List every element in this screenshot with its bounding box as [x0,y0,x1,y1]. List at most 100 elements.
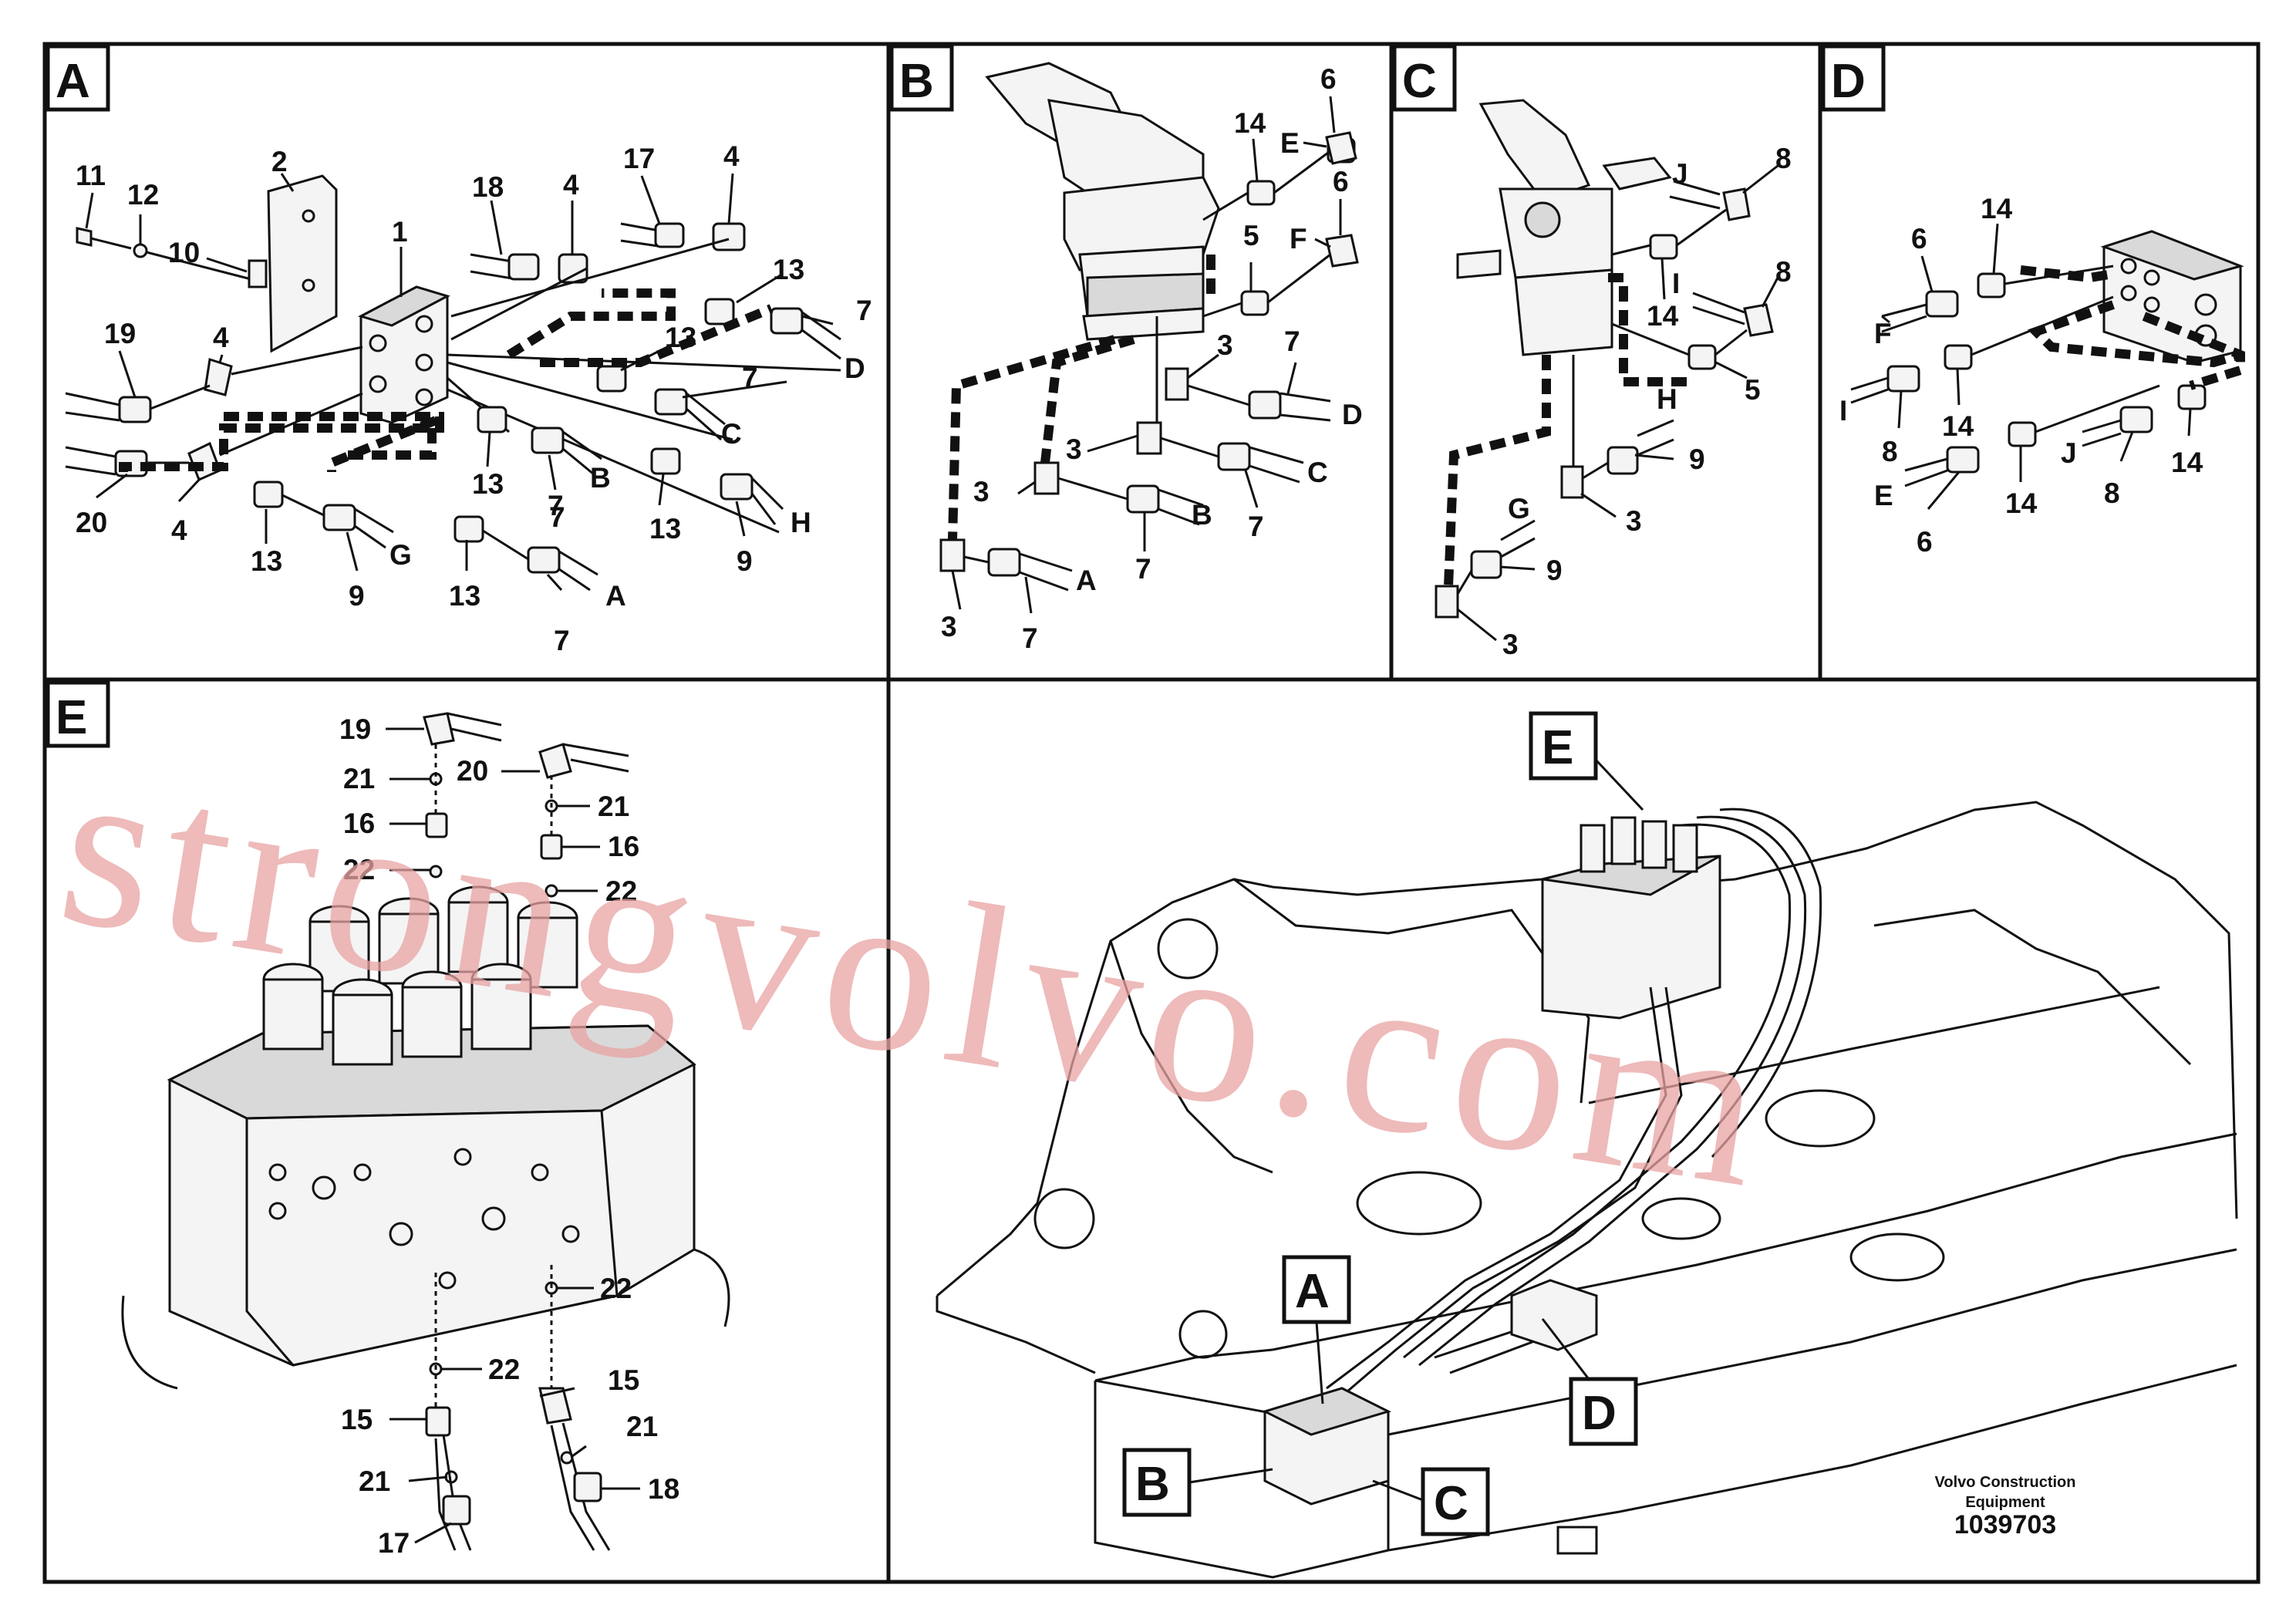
label-7-d: 7 [1022,622,1038,654]
panel-c-tag [1392,44,1457,112]
port-e: E [1280,127,1300,159]
panel-a-dashed [119,288,774,472]
label-15-a: 15 [341,1404,373,1435]
label-4-a: 4 [563,169,579,201]
label-18: 18 [648,1473,679,1505]
label-9-a: 9 [349,580,365,612]
label-6-b: 6 [1333,166,1349,197]
overview-valve [1541,816,1721,1020]
label-7-c: 7 [1135,553,1151,585]
callout-e-leader [1594,758,1644,811]
panel-b-leaders [951,96,1342,614]
port-i: I [1839,395,1847,427]
label-10: 10 [168,237,200,268]
port-d: D [1342,399,1363,430]
label-14-a: 14 [1981,193,2013,224]
label-6-b: 6 [1917,526,1933,558]
label-1: 1 [392,216,408,248]
label-7-b: 7 [742,362,758,393]
panel-a-letter: A [56,55,90,108]
label-8-b: 8 [2104,477,2120,509]
label-3-a: 3 [1217,329,1233,361]
label-18: 18 [472,171,504,203]
label-14-c: 14 [2005,487,2038,519]
panel-e: E [42,677,891,1584]
label-7-a: 7 [856,295,872,326]
port-j: J [2061,437,2077,469]
panel-a: A [42,42,891,682]
port-d: D [845,352,865,384]
label-22-c: 22 [600,1273,632,1304]
port-c: C [721,418,742,450]
label-3-b: 3 [1066,433,1082,465]
label-3-a: 3 [1626,505,1642,537]
label-9-a: 9 [1689,443,1705,475]
callout-a-leader [1315,1321,1324,1404]
label-17: 17 [378,1527,410,1559]
bolt-10 [248,259,268,288]
panel-d-tag [1821,44,1886,112]
label-13-d: 13 [251,545,282,577]
panel-d-part-numbers: 14 6 14 8 8 14 14 8 6 [1882,193,2203,558]
label-5: 5 [1745,374,1761,406]
panel-e-part-numbers: 19 21 16 22 20 21 16 22 22 22 15 15 21 2… [339,713,679,1559]
overview-frame [886,677,2261,1584]
label-8-a: 8 [1775,143,1792,174]
label-20: 20 [76,507,107,538]
label-22-b: 22 [605,875,637,907]
label-12: 12 [127,179,159,211]
callout-b-letter: B [1135,1458,1170,1511]
port-f: F [1874,318,1892,349]
panel-c-frame [1389,42,1822,682]
callout-e-box [1529,711,1598,781]
label-7-a: 7 [1284,325,1300,357]
panel-c-fittings [1435,180,1774,619]
pedal-valve [985,62,1220,341]
port-a: A [605,580,626,612]
callout-d-leader [1541,1318,1590,1380]
label-21-c: 21 [359,1465,390,1497]
overview-junction-block [1510,1279,1598,1351]
port-c: C [1307,457,1328,488]
label-13-a: 13 [773,254,804,285]
label-11: 11 [76,160,106,191]
label-16-a: 16 [343,808,375,839]
callout-c-box [1421,1467,1490,1536]
label-13-f: 13 [649,513,681,545]
panel-e-tag [46,680,110,748]
callout-b-box [1122,1448,1192,1517]
callout-d-box [1569,1377,1638,1446]
port-i: I [1672,268,1680,299]
port-e: E [1874,480,1893,511]
panel-a-part-numbers: 11 12 2 10 1 18 4 17 4 19 4 13 13 7 7 7 … [76,140,872,656]
label-22-a: 22 [343,854,375,885]
junction-block [2100,230,2244,364]
panel-b-fittings [939,131,1359,592]
label-17: 17 [623,143,655,174]
panel-c-part-numbers: 8 14 8 5 9 3 9 3 [1502,143,1792,660]
label-6-a: 6 [1320,63,1337,95]
panel-e-leaders [386,727,640,1544]
panel-c-letter: C [1402,55,1437,108]
label-3-d: 3 [941,611,957,642]
panel-b-tag [889,44,954,112]
panel-a-tag [46,44,110,112]
label-21-a: 21 [343,763,375,794]
label-4-d: 4 [171,514,187,546]
control-valve-assembly [121,885,730,1390]
panel-c: C [1389,42,1822,682]
label-14-d: 14 [2171,447,2203,478]
label-5: 5 [1243,220,1259,251]
label-8-a: 8 [1882,436,1898,467]
panel-e-letter: E [56,691,87,744]
label-7-e: 7 [554,625,570,656]
bolt [76,227,93,247]
port-g: G [1508,493,1530,524]
panel-b: B [886,42,1394,682]
panel-d: D [1818,42,2261,682]
panel-d-port-letters: F I J E [1839,318,2077,511]
callout-d-letter: D [1582,1387,1617,1440]
